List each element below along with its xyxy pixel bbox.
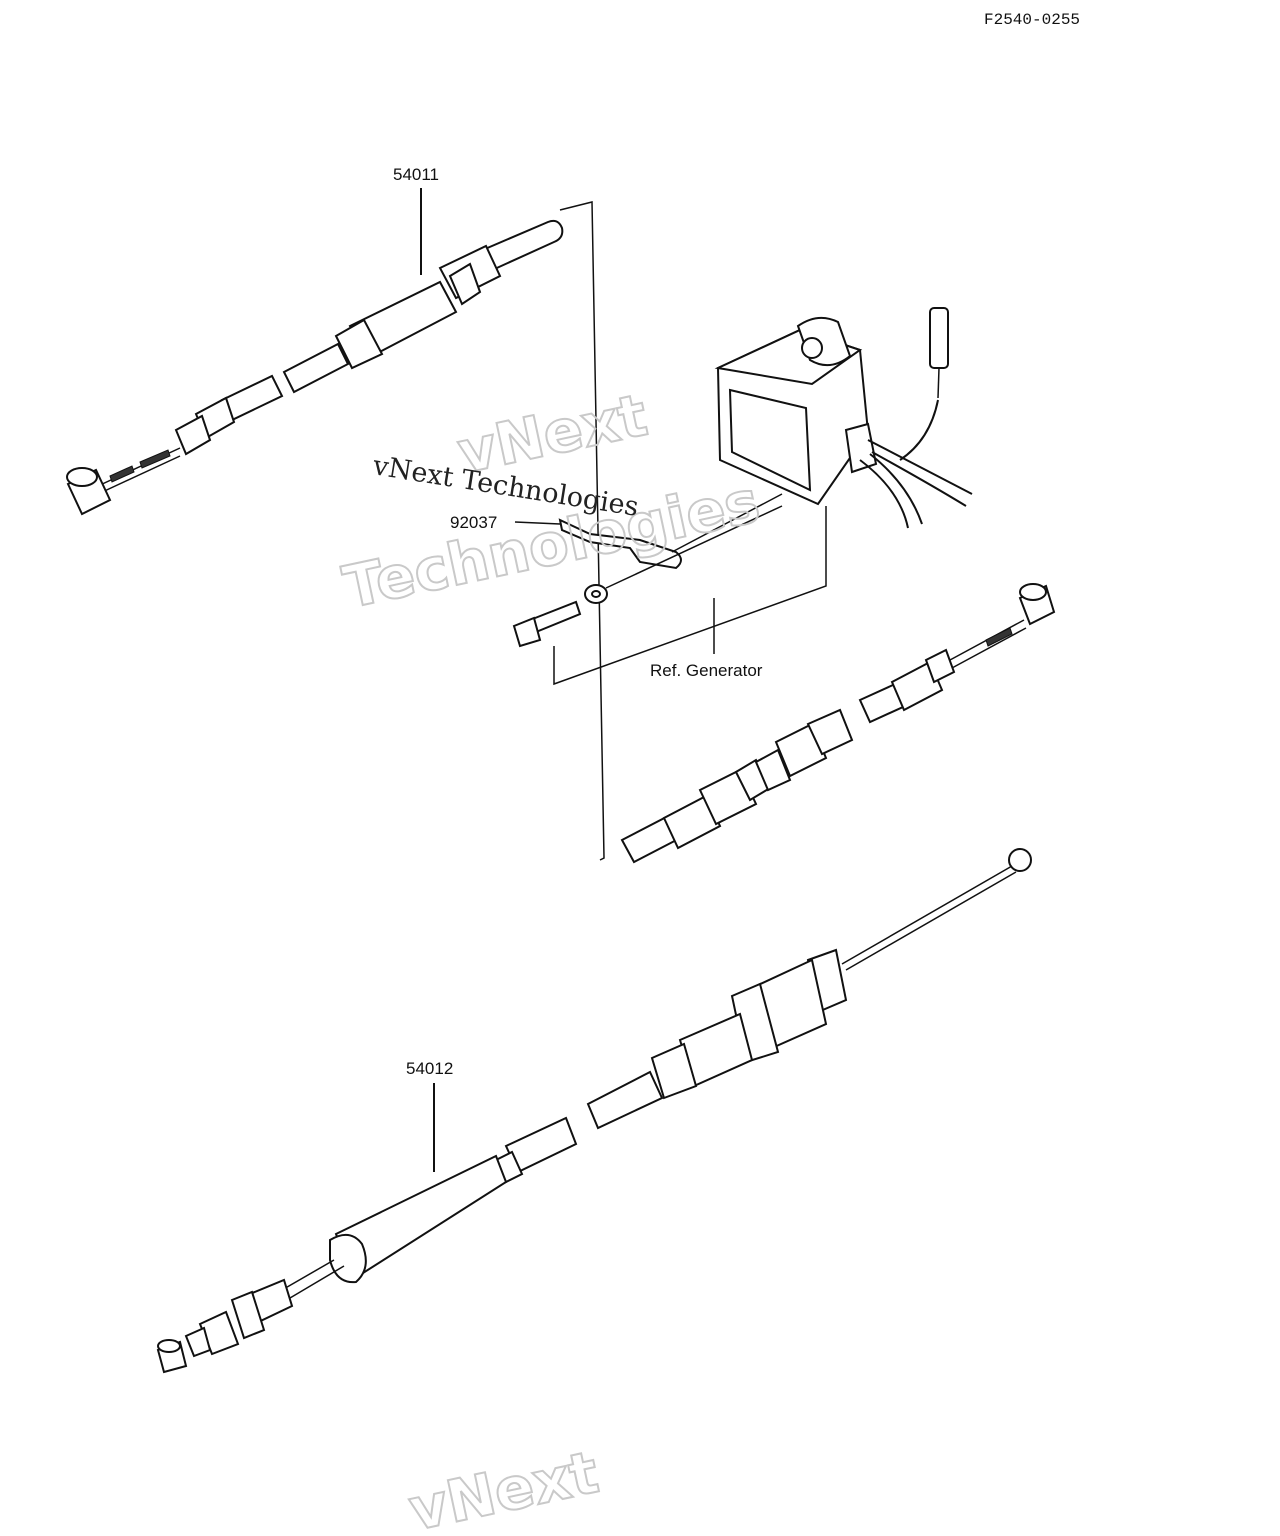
svg-text:vNext: vNext — [403, 1438, 604, 1536]
bolt — [512, 600, 582, 648]
assembly-bracket-line — [559, 201, 605, 861]
generator-unit — [714, 307, 973, 529]
callout-54012: 54012 — [406, 1059, 453, 1078]
lower-cable-54012 — [156, 848, 1032, 1374]
clamp-92037 — [558, 518, 682, 570]
leader-92037 — [514, 521, 561, 525]
callout-92037: 92037 — [450, 513, 497, 532]
middle-adjuster-cable — [620, 583, 1056, 864]
callout-54011: 54011 — [393, 165, 439, 184]
upper-cable-54011 — [66, 219, 564, 516]
doc-code: F2540-0255 — [984, 11, 1080, 29]
callout-generator: Ref. Generator — [650, 661, 763, 680]
watermark-bottom: vNext — [402, 1437, 605, 1536]
generator-ref-bracket — [553, 506, 827, 686]
